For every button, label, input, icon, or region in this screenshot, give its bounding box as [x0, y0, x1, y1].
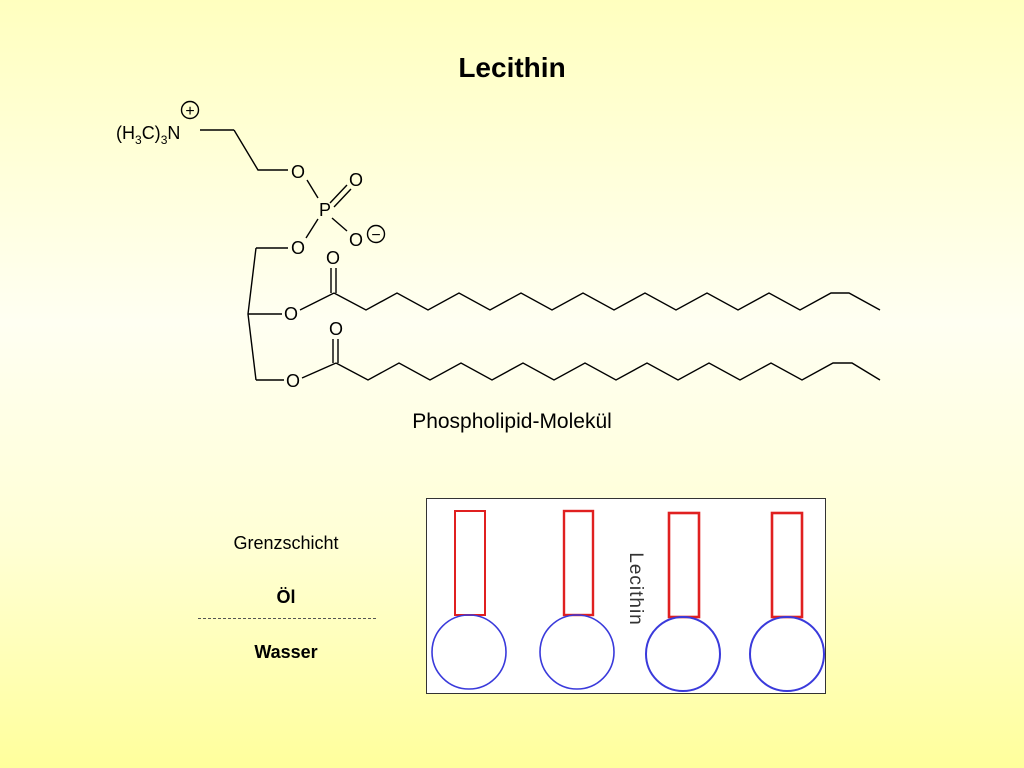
oxygen-atom: O: [329, 319, 343, 339]
bond-p-double-o-1: [329, 184, 348, 204]
oxygen-atom: O: [284, 304, 298, 324]
bond-o-p: [306, 179, 319, 199]
phospholipid-structure-diagram: (H3C)3N + O O P O − O O O O O: [116, 100, 881, 391]
bond-chain-choline: [233, 129, 288, 171]
oil-water-divider: [198, 618, 376, 619]
minus-charge-circle: [366, 224, 386, 244]
phosphorus-atom: P: [319, 200, 331, 220]
fatty-acid-chain-1: [333, 292, 881, 311]
bond-p-double-o-2: [333, 188, 352, 208]
oxygen-atom: O: [291, 162, 305, 182]
boundary-title: Grenzschicht: [233, 533, 339, 553]
oxygen-atom: O: [326, 248, 340, 268]
plus-charge-circle: [180, 100, 200, 120]
model-label: Lecithin: [625, 552, 646, 626]
oxygen-atom: O: [286, 371, 300, 391]
fatty-acid-chain-2: [335, 362, 881, 381]
hydrophilic-head: [645, 616, 721, 692]
oil-label: Öl: [276, 587, 296, 607]
hydrophobic-tail: [562, 509, 595, 617]
bond-p-o-minus: [331, 217, 348, 232]
hydrophilic-head: [749, 616, 825, 692]
hydrophobic-tail: [770, 511, 804, 619]
oxygen-atom: O: [349, 230, 363, 250]
hydrophilic-head: [431, 614, 507, 690]
choline-group-label: (H3C)3N: [116, 123, 180, 147]
hydrophobic-tail: [667, 511, 701, 619]
bond-o-carbonyl-bottom: [301, 362, 337, 379]
water-label: Wasser: [254, 642, 318, 662]
minus-charge: −: [371, 227, 380, 244]
plus-charge: +: [185, 103, 194, 120]
hydrophobic-tail: [454, 510, 486, 616]
bond-p-o-lower: [305, 218, 319, 239]
molecule-caption: Phospholipid-Molekül: [412, 410, 612, 433]
page-title: Lecithin: [458, 52, 566, 83]
oxygen-atom: O: [349, 170, 363, 190]
lecithin-model-box: Lecithin: [426, 498, 826, 694]
oxygen-atom: O: [291, 238, 305, 258]
hydrophilic-head: [539, 614, 615, 690]
bond-o-carbonyl-mid: [299, 292, 335, 311]
lecithin-model-drawing: [431, 509, 825, 692]
